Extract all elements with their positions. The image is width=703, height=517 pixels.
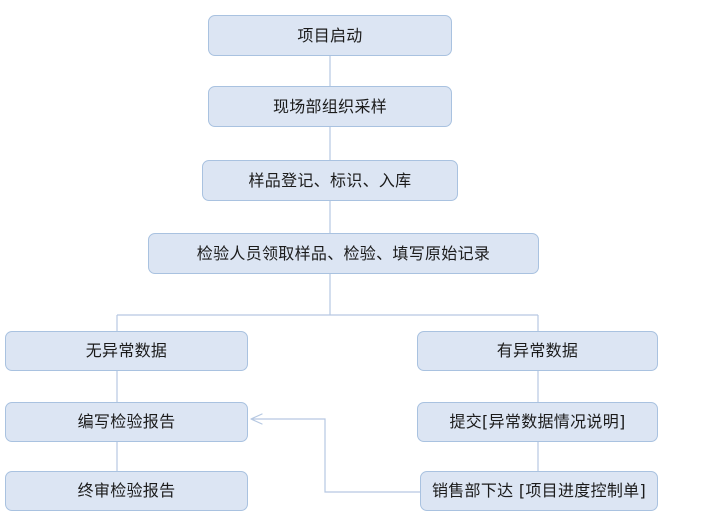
node-final-inspection-report[interactable]: 终审检验报告 — [5, 471, 248, 511]
node-sample-registration[interactable]: 样品登记、标识、入库 — [202, 160, 458, 201]
node-label-sample-registration: 样品登记、标识、入库 — [248, 170, 412, 190]
node-no-abnormal-data[interactable]: 无异常数据 — [5, 331, 248, 371]
node-write-inspection-report[interactable]: 编写检验报告 — [5, 402, 248, 442]
node-label-field-dept-sampling: 现场部组织采样 — [272, 96, 388, 116]
node-label-has-abnormal-data: 有异常数据 — [496, 341, 579, 361]
node-label-final-inspection-report: 终审检验报告 — [77, 481, 176, 501]
node-label-sales-dept-order: 销售部下达 [项目进度控制单] — [431, 481, 647, 501]
node-inspection-record[interactable]: 检验人员领取样品、检验、填写原始记录 — [148, 233, 539, 274]
connector-sales-order-to-write-report — [252, 418, 420, 493]
node-project-start[interactable]: 项目启动 — [208, 15, 452, 56]
arrowhead-left-icon — [250, 413, 263, 425]
node-label-submit-abnormal-explanation: 提交[异常数据情况说明] — [449, 412, 626, 432]
node-label-inspection-record: 检验人员领取样品、检验、填写原始记录 — [196, 243, 491, 263]
node-label-project-start: 项目启动 — [297, 25, 363, 45]
node-submit-abnormal-explanation[interactable]: 提交[异常数据情况说明] — [417, 402, 658, 442]
node-label-no-abnormal-data: 无异常数据 — [85, 341, 168, 361]
node-field-dept-sampling[interactable]: 现场部组织采样 — [208, 86, 452, 127]
node-has-abnormal-data[interactable]: 有异常数据 — [417, 331, 658, 371]
node-sales-dept-order[interactable]: 销售部下达 [项目进度控制单] — [420, 471, 658, 511]
node-label-write-inspection-report: 编写检验报告 — [77, 412, 176, 432]
